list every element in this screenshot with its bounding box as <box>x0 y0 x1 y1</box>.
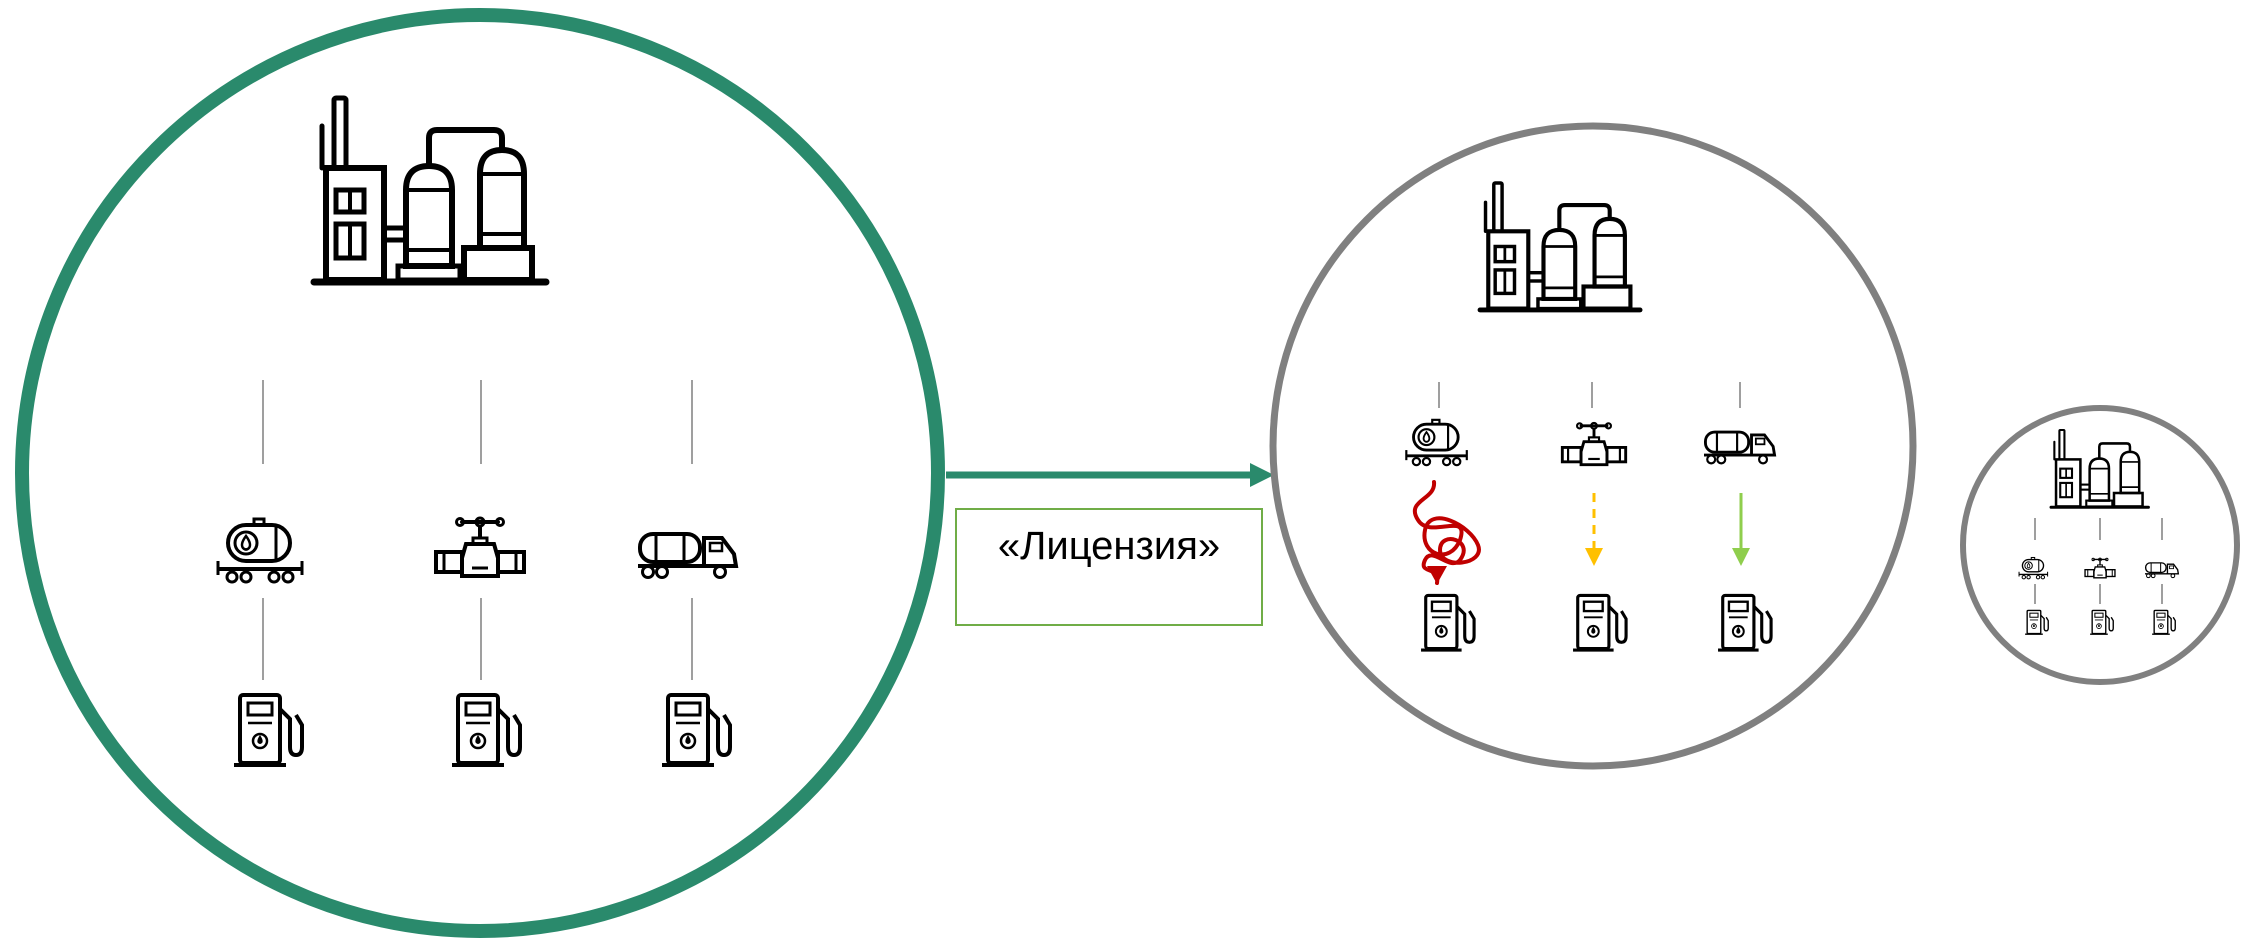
small-network-circle <box>1960 405 2240 685</box>
pipeline-valve-icon <box>1560 421 1628 467</box>
direct-flow-arrow <box>1732 493 1750 566</box>
fuel-station-icon <box>1571 593 1628 652</box>
dashed-flow-arrow <box>1585 493 1603 566</box>
pipeline-valve-icon <box>434 516 526 578</box>
refinery-icon <box>314 98 546 282</box>
fuel-station-icon <box>232 693 304 767</box>
rail-tank-car-icon <box>216 517 304 584</box>
tanker-truck-icon <box>636 532 738 580</box>
medium-network-group <box>1269 122 1917 770</box>
fuel-station-icon <box>2089 609 2114 635</box>
tangled-flow-arrow <box>1413 480 1481 585</box>
fuel-station-icon <box>660 693 732 767</box>
fuel-station-icon <box>2151 609 2176 635</box>
rail-tank-car-icon <box>1404 418 1469 467</box>
tanker-truck-icon <box>2144 562 2180 579</box>
fuel-station-icon <box>450 693 522 767</box>
medium-network-circle <box>1269 122 1917 770</box>
small-network-group <box>1960 405 2240 685</box>
fuel-station-icon <box>1419 593 1476 652</box>
large-network-circle <box>15 8 945 938</box>
refinery-icon <box>1480 183 1640 310</box>
rail-tank-car-icon <box>2018 556 2049 580</box>
refinery-icon <box>2049 428 2150 509</box>
fuel-station-icon <box>1716 593 1773 652</box>
license-label: «Лицензия» <box>997 523 1221 568</box>
large-network-group <box>15 8 945 938</box>
tanker-truck-icon <box>1702 430 1777 465</box>
pipeline-valve-icon <box>2084 557 2116 579</box>
license-label-box: «Лицензия» <box>955 508 1263 626</box>
license-arrow <box>946 463 1274 487</box>
fuel-station-icon <box>2024 609 2049 635</box>
